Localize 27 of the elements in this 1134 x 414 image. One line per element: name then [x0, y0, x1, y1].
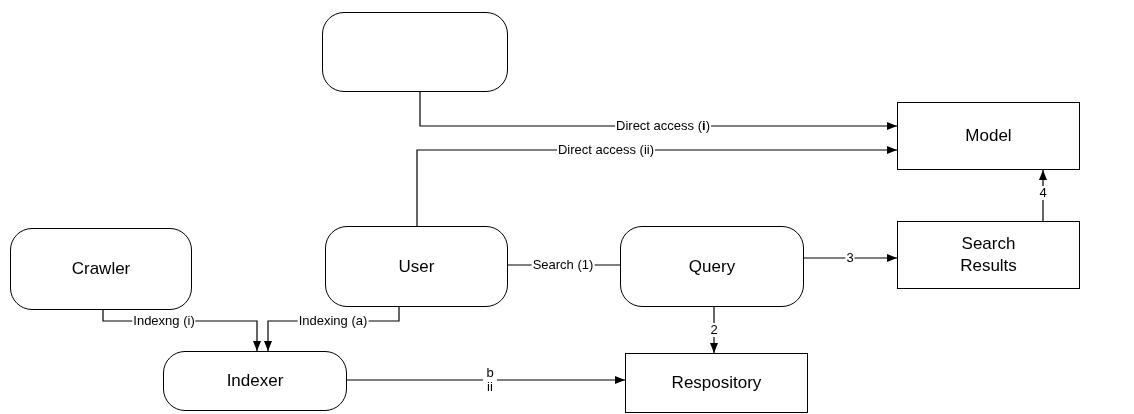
edge-label: Indexng (i): [132, 314, 196, 328]
edge-label: 4: [1038, 186, 1048, 200]
rounded-box: [10, 228, 192, 310]
edge-label: Search (1): [531, 258, 595, 272]
rounded-box: [322, 12, 508, 92]
node-label: Respository: [671, 372, 762, 394]
node-label: Search Results: [959, 233, 1018, 277]
connector-arrow: [803, 254, 898, 262]
rounded-box: [325, 226, 508, 307]
edge-label: Direct access (ii): [556, 143, 656, 157]
rounded-box: [620, 226, 804, 307]
edge-label: 3: [845, 251, 855, 265]
node-label: Query: [688, 255, 736, 278]
connector-arrow: [346, 376, 626, 384]
node-label: Model: [965, 125, 1012, 147]
edge-label: b ii: [483, 366, 497, 394]
rounded-box: [163, 351, 347, 411]
edge-label: 2: [709, 323, 719, 337]
node-label: User: [398, 255, 435, 278]
node-label: Indexer: [226, 370, 284, 392]
node-label: Crawler: [71, 258, 131, 280]
edge-label: Indexing (a): [297, 314, 369, 328]
process-box: [897, 221, 1080, 289]
process-box: [625, 353, 808, 413]
connector-arrow: [710, 306, 718, 354]
edge-label: Direct access (i): [615, 119, 711, 133]
process-box: [897, 102, 1080, 170]
